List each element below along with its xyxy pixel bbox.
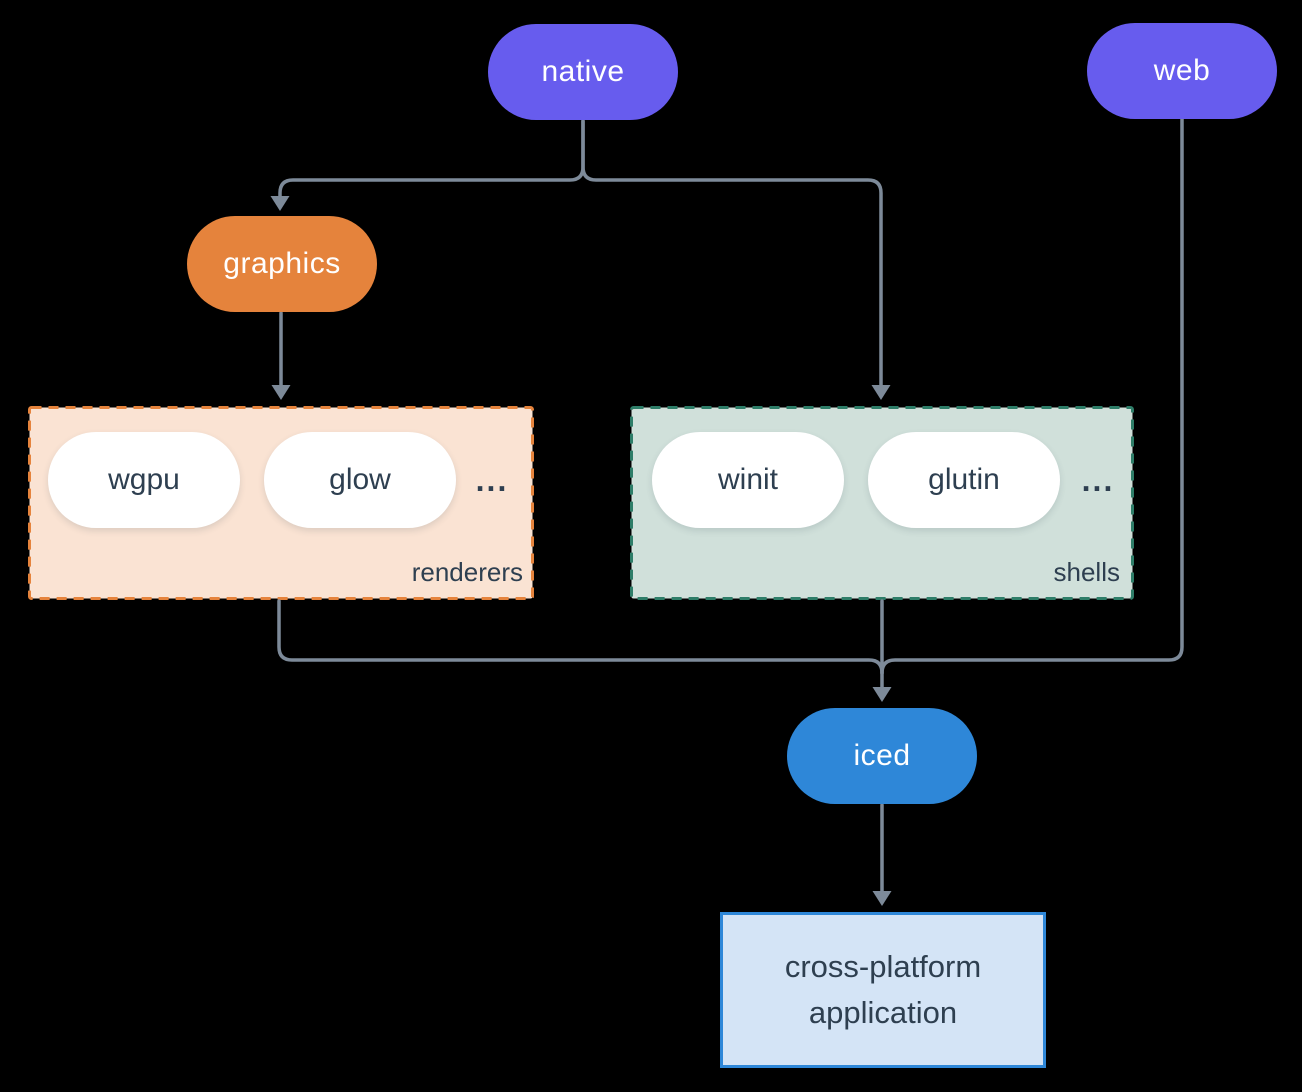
node-web-label: web bbox=[1153, 54, 1211, 87]
node-graphics-label: graphics bbox=[223, 247, 341, 280]
application-label-line1: cross-platform bbox=[784, 949, 982, 984]
edge-native-to-graphics bbox=[278, 119, 585, 198]
node-iced: iced bbox=[787, 708, 977, 804]
renderers-ellipsis: ... bbox=[475, 461, 509, 498]
application-label-line2: application bbox=[808, 995, 958, 1030]
arrowhead-renderers bbox=[271, 385, 291, 400]
arrowhead-application bbox=[872, 891, 892, 906]
node-glow-label: glow bbox=[329, 463, 391, 496]
arrowhead-shells bbox=[871, 385, 891, 400]
node-iced-label: iced bbox=[853, 739, 911, 772]
node-glow: glow bbox=[264, 432, 456, 528]
arrowhead-graphics bbox=[270, 196, 290, 211]
node-graphics: graphics bbox=[187, 216, 377, 312]
arrowhead-iced bbox=[872, 687, 892, 702]
node-glutin-label: glutin bbox=[928, 463, 1000, 496]
edge-renderers-to-iced bbox=[277, 599, 884, 675]
shells-group-label: shells bbox=[1053, 557, 1120, 587]
node-winit: winit bbox=[652, 432, 844, 528]
shells-ellipsis: ... bbox=[1081, 461, 1115, 498]
node-native-label: native bbox=[541, 55, 625, 88]
node-winit-label: winit bbox=[717, 463, 778, 496]
node-cross-platform-application: cross-platform application bbox=[720, 912, 1046, 1068]
renderers-group-label: renderers bbox=[411, 557, 523, 587]
node-wgpu: wgpu bbox=[48, 432, 240, 528]
node-glutin: glutin bbox=[868, 432, 1060, 528]
edge-native-to-shells bbox=[581, 119, 883, 387]
node-native: native bbox=[488, 24, 678, 120]
node-wgpu-label: wgpu bbox=[108, 463, 180, 496]
node-web: web bbox=[1087, 23, 1277, 119]
